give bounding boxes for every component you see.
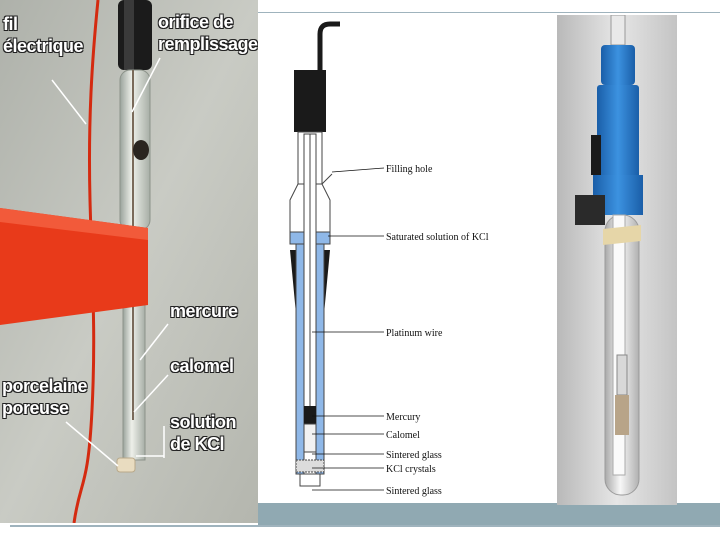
label-line: électrique — [3, 35, 83, 57]
filling-hole-nub — [133, 140, 149, 160]
electrode-photo-right-graphic — [557, 15, 677, 505]
frame-bottom-line — [10, 525, 720, 527]
diagram-label-calomel: Calomel — [386, 430, 420, 441]
diagram-graphic: Filling hole Saturated solution of KCl P… — [272, 14, 534, 504]
diagram-cap — [294, 70, 326, 132]
footer-bar — [258, 503, 720, 525]
label-line: calomel — [170, 355, 234, 377]
label-line: mercure — [170, 300, 238, 322]
diagram-label-sintered-glass-1: Sintered glass — [386, 450, 442, 461]
label-line: solution — [170, 411, 236, 433]
diagram-label-mercury: Mercury — [386, 412, 420, 423]
diagram-cable — [320, 24, 340, 70]
diagram-label-platinum-wire: Platinum wire — [386, 328, 443, 339]
calomel-electrode-diagram: Filling hole Saturated solution of KCl P… — [272, 14, 534, 504]
label-line: poreuse — [2, 397, 87, 419]
frame-top-line — [258, 12, 720, 13]
label-line: orifice de — [158, 11, 258, 33]
electrode-photo-right — [557, 15, 677, 505]
diagram-label-sintered-glass-2: Sintered glass — [386, 486, 442, 497]
electrode-photo-left: fil électrique orifice de remplissage me… — [0, 0, 258, 523]
diagram-label-filling-hole: Filling hole — [386, 164, 433, 175]
label-line: fil — [3, 13, 83, 35]
label-line: remplissage — [158, 33, 258, 55]
label-porcelaine-poreuse: porcelaine poreuse — [2, 375, 87, 419]
label-solution-kcl: solution de KCl — [170, 411, 236, 455]
label-orifice-remplissage: orifice de remplissage — [158, 11, 258, 55]
label-calomel: calomel — [170, 355, 234, 377]
blue-cap — [601, 45, 635, 85]
diagram-label-kcl-crystals: KCl crystals — [386, 464, 436, 475]
label-fil-electrique: fil électrique — [3, 13, 83, 57]
label-mercure: mercure — [170, 300, 238, 322]
label-line: de KCl — [170, 433, 236, 455]
diagram-label-saturated-kcl: Saturated solution of KCl — [386, 232, 489, 243]
inner-porous-element — [615, 395, 629, 435]
label-line: porcelaine — [2, 375, 87, 397]
diagram-mercury — [304, 406, 316, 424]
cable-top — [118, 0, 152, 70]
